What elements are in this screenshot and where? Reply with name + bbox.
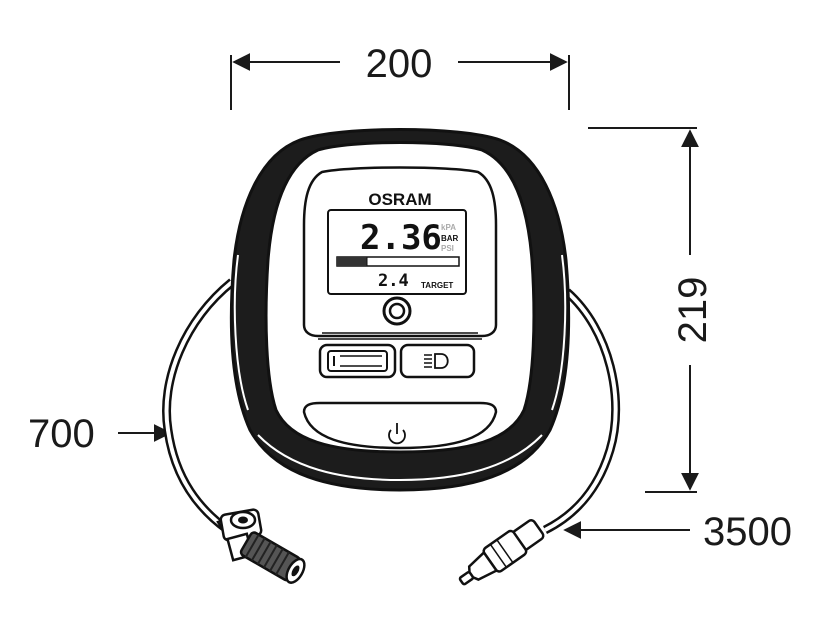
air-hose	[162, 278, 235, 534]
brand-logo: OSRAM	[368, 190, 431, 209]
pressure-bar	[336, 256, 460, 267]
target-pressure-readout: 2.4	[378, 271, 409, 291]
cable-length-callout: 3500	[563, 510, 792, 554]
unit-bar: BAR	[441, 234, 459, 243]
compressor-body: OSRAM 2.36 kPA BAR PSI 2.4 TARGET	[229, 128, 571, 492]
lcd-screen	[327, 209, 467, 295]
power-icon	[388, 423, 406, 445]
unit-kpa: kPA	[441, 223, 456, 232]
height-dimension: 219	[588, 127, 715, 493]
height-label: 219	[671, 277, 715, 344]
width-dimension: 200	[230, 42, 570, 110]
round-button[interactable]	[382, 296, 412, 326]
target-label: TARGET	[421, 281, 453, 290]
current-pressure-readout: 2.36	[360, 218, 442, 258]
light-button[interactable]	[399, 343, 476, 379]
power-button[interactable]	[302, 401, 498, 450]
width-label: 200	[366, 42, 433, 86]
light-icon	[424, 353, 449, 369]
unit-psi: PSI	[441, 244, 454, 253]
hose-valve-connector	[216, 508, 306, 584]
power-cable	[542, 288, 621, 535]
car-socket-plug	[458, 519, 545, 586]
cable-length-label: 3500	[703, 510, 792, 554]
hose-length-callout: 700	[28, 412, 172, 456]
hose-length-label: 700	[28, 412, 95, 456]
mode-button[interactable]	[318, 343, 397, 379]
